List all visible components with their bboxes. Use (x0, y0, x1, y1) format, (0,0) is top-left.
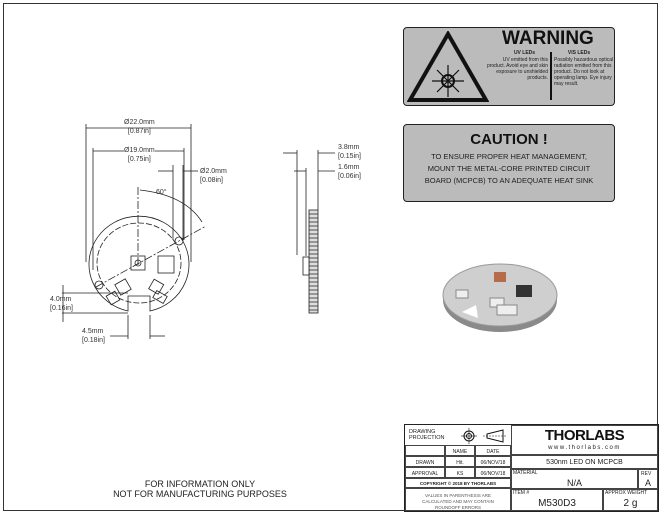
projection-label: DRAWING PROJECTION (409, 429, 445, 441)
divider (550, 52, 552, 100)
warning-label: WARNING UV LEDs UV emitted from this pro… (403, 27, 615, 106)
copyright: COPYRIGHT © 2018 BY THORLABS (405, 478, 511, 488)
dim-thickness-total-mm: 3.8mm (338, 144, 360, 151)
vis-heading: VIS LEDs (567, 50, 591, 56)
front-view (62, 124, 207, 339)
dim-notch-width-mm: 4.5mm (82, 328, 104, 335)
drawn-label: DRAWN (405, 456, 445, 467)
drawn-date: 06/NOV/18 (475, 456, 511, 467)
dim-diameter-22-mm: Ø22.0mm (124, 119, 155, 126)
drawing-frame (3, 3, 658, 511)
title-block: DRAWING PROJECTION NAME DATE DRAWN Hit. … (404, 424, 659, 512)
date-header: DATE (475, 445, 511, 456)
website-url: www.thorlabs.com (548, 445, 621, 451)
notice-not-for-manufacturing: NOT FOR MANUFACTURING PURPOSES (113, 489, 287, 499)
dim-notch-height-in: [0.16in] (50, 305, 73, 312)
dim-notch-height-mm: 4.0mm (50, 296, 72, 303)
dim-angle: 60° (156, 189, 167, 196)
approval-date: 06/NOV/18 (475, 467, 511, 478)
side-view (283, 150, 335, 314)
weight-header: APPROX WEIGHT (605, 490, 648, 496)
caution-line: TO ENSURE PROPER HEAT MANAGEMENT, (431, 152, 587, 161)
radiation-warning-icon (407, 31, 489, 102)
dim-hole-in: [0.08in] (200, 177, 223, 184)
vis-text: Possibly hazardous optical radiation emi… (554, 57, 614, 87)
caution-line: MOUNT THE METAL-CORE PRINTED CIRCUIT (427, 164, 591, 173)
material-value: N/A (566, 478, 582, 488)
part-description: 530nm LED ON MCPCB (511, 455, 658, 469)
thorlabs-logo: THORLABS (544, 427, 625, 444)
rev-value: A (644, 478, 651, 488)
notice-info-only: FOR INFORMATION ONLY (144, 479, 256, 489)
name-header: NAME (445, 445, 475, 456)
material-header: MATERIAL (513, 470, 538, 476)
rounding-note: VALUES IN PARENTHESIS ARE CALCULATED AND… (405, 488, 511, 511)
item-number: M530D3 (538, 498, 576, 509)
drawn-name: Hit. (445, 456, 475, 467)
dim-diameter-22-in: [0.87in] (127, 128, 151, 135)
dim-diameter-19-in: [0.75in] (127, 156, 151, 163)
dim-hole-mm: Ø2.0mm (200, 168, 227, 175)
item-header: ITEM # (513, 490, 530, 496)
uv-heading: UV LEDs (513, 50, 536, 56)
dim-diameter-19-mm: Ø19.0mm (124, 147, 155, 154)
caution-line: BOARD (MCPCB) TO AN ADEQUATE HEAT SINK (424, 176, 594, 185)
rev-header: REV (641, 471, 652, 477)
warning-title: WARNING (502, 28, 594, 49)
approval-label: APPROVAL (405, 467, 445, 478)
approval-name: KS (445, 467, 475, 478)
dim-thickness-board-mm: 1.6mm (338, 164, 360, 171)
dim-thickness-total-in: [0.15in] (338, 153, 361, 160)
weight-value: 2 g (623, 498, 638, 509)
caution-label: CAUTION ! TO ENSURE PROPER HEAT MANAGEME… (403, 124, 615, 202)
dim-thickness-board-in: [0.06in] (338, 173, 361, 180)
uv-text: UV emitted from this product. Avoid eye … (486, 57, 548, 81)
dim-notch-width-in: [0.18in] (82, 337, 105, 344)
projection-symbol-icon (461, 428, 507, 444)
caution-title: CAUTION ! (470, 131, 548, 148)
isometric-render (442, 263, 558, 332)
